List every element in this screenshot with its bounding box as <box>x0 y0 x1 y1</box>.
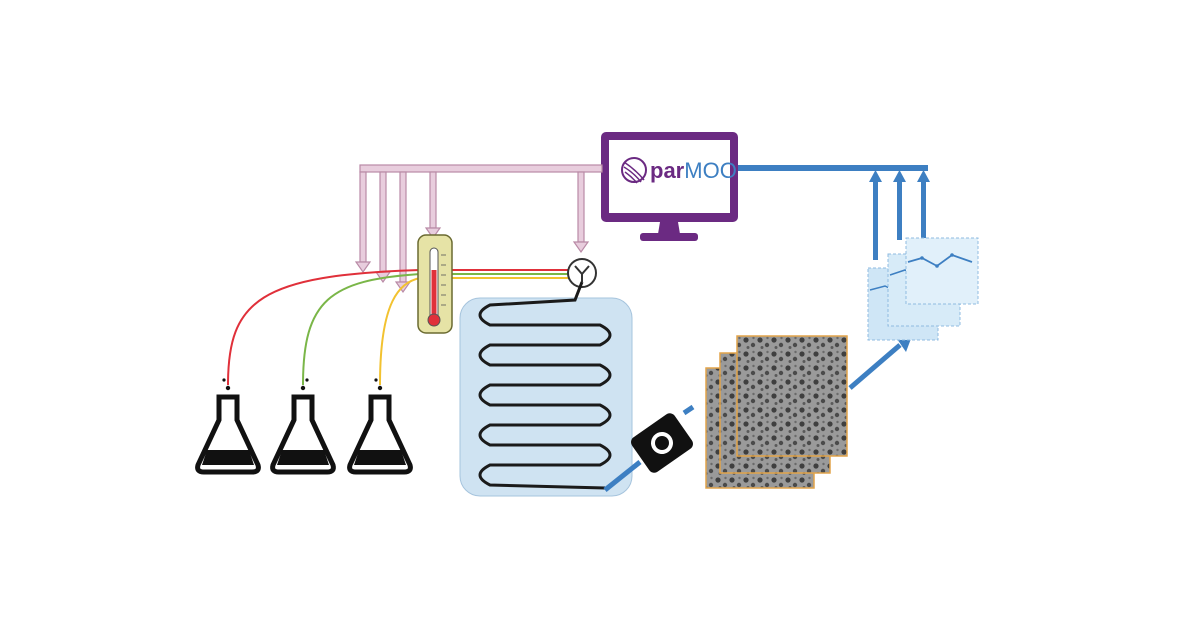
data-plot-stack <box>867 237 979 341</box>
parmoo-logo-text: parMOO <box>650 158 737 183</box>
coil-reactor-icon <box>459 281 633 497</box>
flask-red <box>195 378 261 475</box>
line-green <box>302 273 575 386</box>
erlenmeyer-flask-icon <box>270 378 336 475</box>
erlenmeyer-flask-icon <box>195 378 261 475</box>
reactor-coil <box>478 281 612 490</box>
y-mixer-icon <box>567 258 597 288</box>
output-arrow-2 <box>893 170 906 240</box>
output-arrows <box>738 165 930 260</box>
erlenmeyer-flask-icon <box>347 378 413 475</box>
feed-arrow-mixer <box>572 171 590 254</box>
flask-yellow <box>347 378 413 475</box>
feed-arrow-thermometer <box>424 171 442 240</box>
parmoo-monitor: parMOO <box>601 132 738 241</box>
output-bus <box>738 165 928 171</box>
thermometer-icon <box>417 234 453 334</box>
plot-card-1 <box>905 237 979 305</box>
parmoo-logo-icon <box>621 157 647 184</box>
camera-icon <box>631 404 695 473</box>
output-arrow-3 <box>917 170 930 240</box>
monitor-screen <box>609 140 730 213</box>
monitor-stand <box>658 222 680 234</box>
output-arrow-1 <box>869 170 882 260</box>
monitor-base <box>640 233 698 241</box>
logo-name-part1: par <box>650 158 685 183</box>
feed-arrow-1 <box>354 171 372 274</box>
microscopy-image-stack <box>705 335 848 489</box>
logo-name-part2: MOO <box>684 158 737 183</box>
images-to-plots-arrow <box>848 336 912 390</box>
feed-arrows <box>354 164 603 294</box>
reactor-to-camera-arrow <box>603 460 642 492</box>
line-red <box>227 269 575 386</box>
flask-green <box>270 378 336 475</box>
micro-image-1 <box>736 335 848 457</box>
feed-bus <box>359 164 603 173</box>
feed-arrow-2 <box>374 171 392 284</box>
